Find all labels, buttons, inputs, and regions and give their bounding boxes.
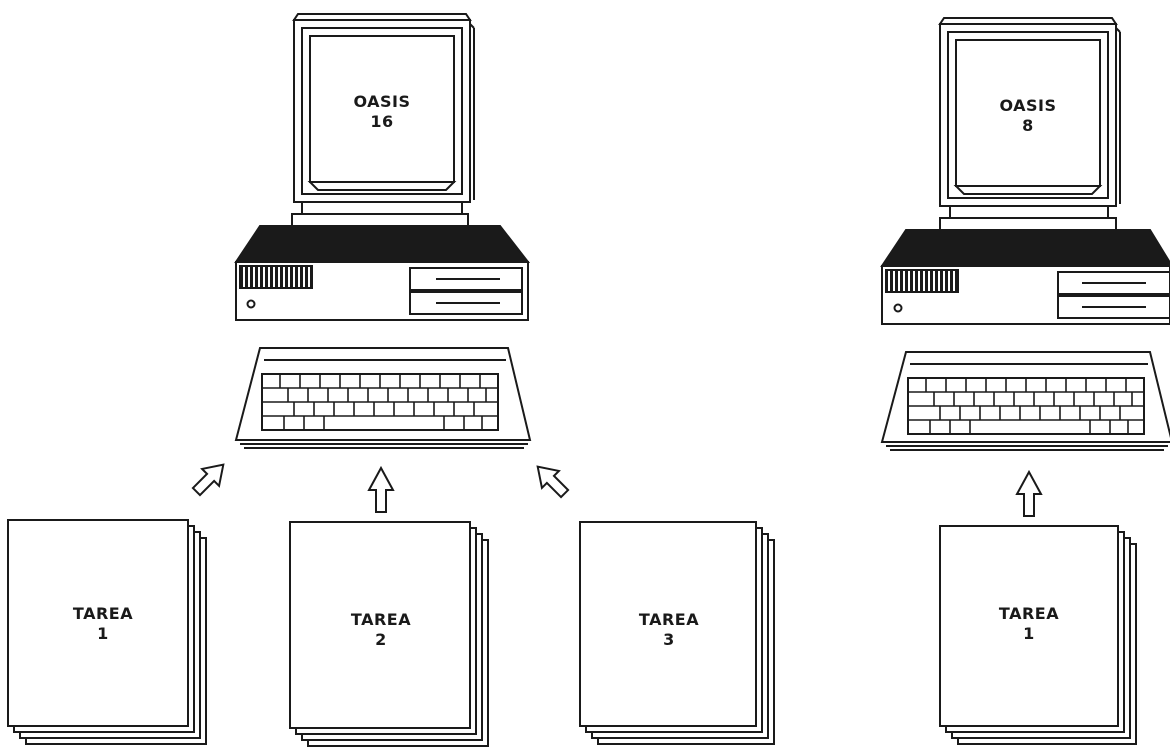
arrow-up-left-icon xyxy=(529,458,573,502)
task-label-line-2: 2 xyxy=(316,630,446,650)
system-unit-icon xyxy=(882,230,1170,324)
screen-label-line-2: 16 xyxy=(322,112,442,132)
task-label-4: TAREA 1 xyxy=(964,604,1094,644)
task-label-1: TAREA 1 xyxy=(38,604,168,644)
screen-label-oasis-8: OASIS 8 xyxy=(968,96,1088,136)
task-label-line-2: 3 xyxy=(604,630,734,650)
task-label-2: TAREA 2 xyxy=(316,610,446,650)
computer-oasis-16 xyxy=(236,14,530,448)
screen-label-line-1: OASIS xyxy=(322,92,442,112)
screen-label-line-2: 8 xyxy=(968,116,1088,136)
task-label-line-1: TAREA xyxy=(38,604,168,624)
task-label-line-2: 1 xyxy=(38,624,168,644)
task-label-line-1: TAREA xyxy=(316,610,446,630)
arrows-system-1 xyxy=(188,456,573,512)
task-label-line-1: TAREA xyxy=(604,610,734,630)
keyboard-icon xyxy=(236,348,530,448)
arrow-up-right-icon xyxy=(188,456,232,500)
arrow-up-icon xyxy=(1017,472,1041,516)
computer-oasis-8 xyxy=(882,18,1170,450)
screen-label-line-1: OASIS xyxy=(968,96,1088,116)
system-unit-icon xyxy=(236,226,528,320)
task-label-3: TAREA 3 xyxy=(604,610,734,650)
task-label-line-1: TAREA xyxy=(964,604,1094,624)
keyboard-icon xyxy=(882,352,1170,450)
arrow-up-icon xyxy=(369,468,393,512)
arrows-system-2 xyxy=(1017,472,1041,516)
task-label-line-2: 1 xyxy=(964,624,1094,644)
screen-label-oasis-16: OASIS 16 xyxy=(322,92,442,132)
